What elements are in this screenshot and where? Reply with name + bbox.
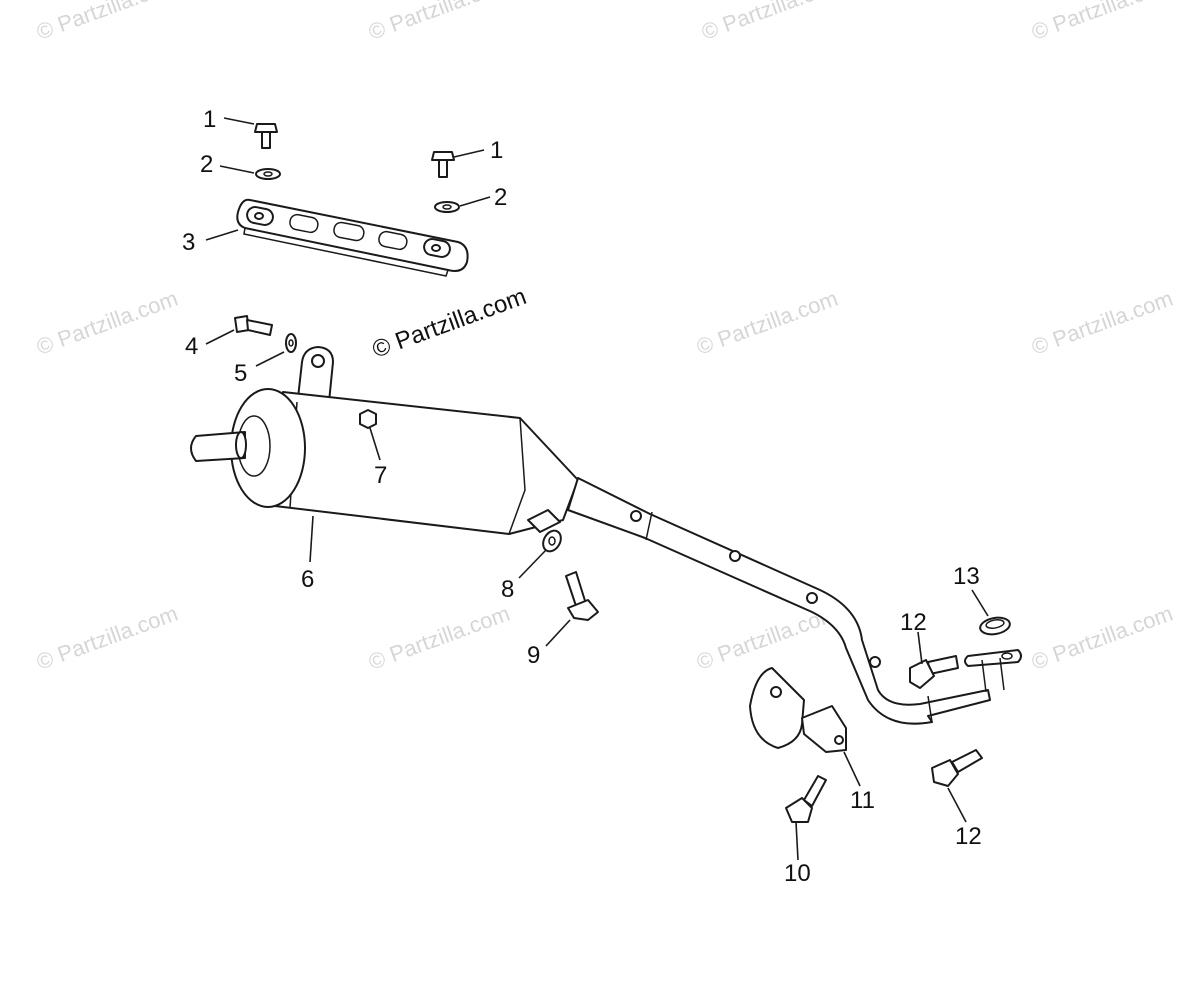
bolt-part-12-lower bbox=[931, 749, 983, 787]
callout-5: 5 bbox=[234, 360, 247, 387]
washer-part-5 bbox=[285, 333, 297, 353]
callout-12-upper: 12 bbox=[900, 609, 927, 636]
leader-lines bbox=[205, 117, 989, 861]
watermark-faint: © Partzilla.com bbox=[1028, 601, 1176, 675]
muffler-part-6 bbox=[190, 346, 1022, 725]
gasket-part-13 bbox=[979, 616, 1011, 636]
bolt-part-1-right bbox=[431, 151, 455, 178]
bolt-part-9 bbox=[565, 571, 599, 621]
watermark-faint: © Partzilla.com bbox=[693, 286, 841, 360]
washer-part-8 bbox=[542, 529, 562, 553]
callout-11: 11 bbox=[850, 787, 875, 814]
washer-part-2-left bbox=[255, 168, 281, 180]
watermark-faint: © Partzilla.com bbox=[365, 601, 513, 675]
watermark-faint: © Partzilla.com bbox=[1028, 0, 1176, 45]
bolt-part-10 bbox=[785, 775, 827, 823]
bolt-part-4 bbox=[234, 315, 273, 336]
watermark-main: © Partzilla.com bbox=[369, 283, 530, 364]
nut-part-7 bbox=[359, 409, 377, 429]
watermark-faint: © Partzilla.com bbox=[33, 601, 181, 675]
callout-1-right: 1 bbox=[490, 137, 503, 164]
callout-3: 3 bbox=[182, 229, 195, 256]
watermark-faint: © Partzilla.com bbox=[33, 0, 181, 45]
callout-8: 8 bbox=[501, 576, 514, 603]
watermark-grid: © Partzilla.com © Partzilla.com © Partzi… bbox=[33, 0, 1176, 675]
heat-shield-part-11 bbox=[749, 667, 847, 753]
callout-2-right: 2 bbox=[494, 184, 507, 211]
callout-4: 4 bbox=[185, 333, 198, 360]
watermark-faint: © Partzilla.com bbox=[1028, 286, 1176, 360]
washer-part-2-right bbox=[434, 201, 460, 213]
callout-7: 7 bbox=[374, 462, 387, 489]
bolt-part-1-left bbox=[254, 123, 278, 149]
callout-2-left: 2 bbox=[200, 151, 213, 178]
watermark-faint: © Partzilla.com bbox=[33, 286, 181, 360]
watermark-faint: © Partzilla.com bbox=[365, 0, 513, 45]
bolt-part-12-upper bbox=[909, 655, 959, 689]
callout-6: 6 bbox=[301, 566, 314, 593]
callout-12-lower: 12 bbox=[955, 823, 982, 850]
callout-1-left: 1 bbox=[203, 106, 216, 133]
callout-13: 13 bbox=[953, 563, 980, 590]
watermark-faint: © Partzilla.com bbox=[698, 0, 846, 45]
callout-10: 10 bbox=[784, 860, 811, 887]
bracket-part-3 bbox=[236, 198, 469, 277]
callout-9: 9 bbox=[527, 642, 540, 669]
callout-labels: 1 1 2 2 3 4 5 6 7 8 9 10 11 12 12 13 bbox=[182, 106, 982, 887]
